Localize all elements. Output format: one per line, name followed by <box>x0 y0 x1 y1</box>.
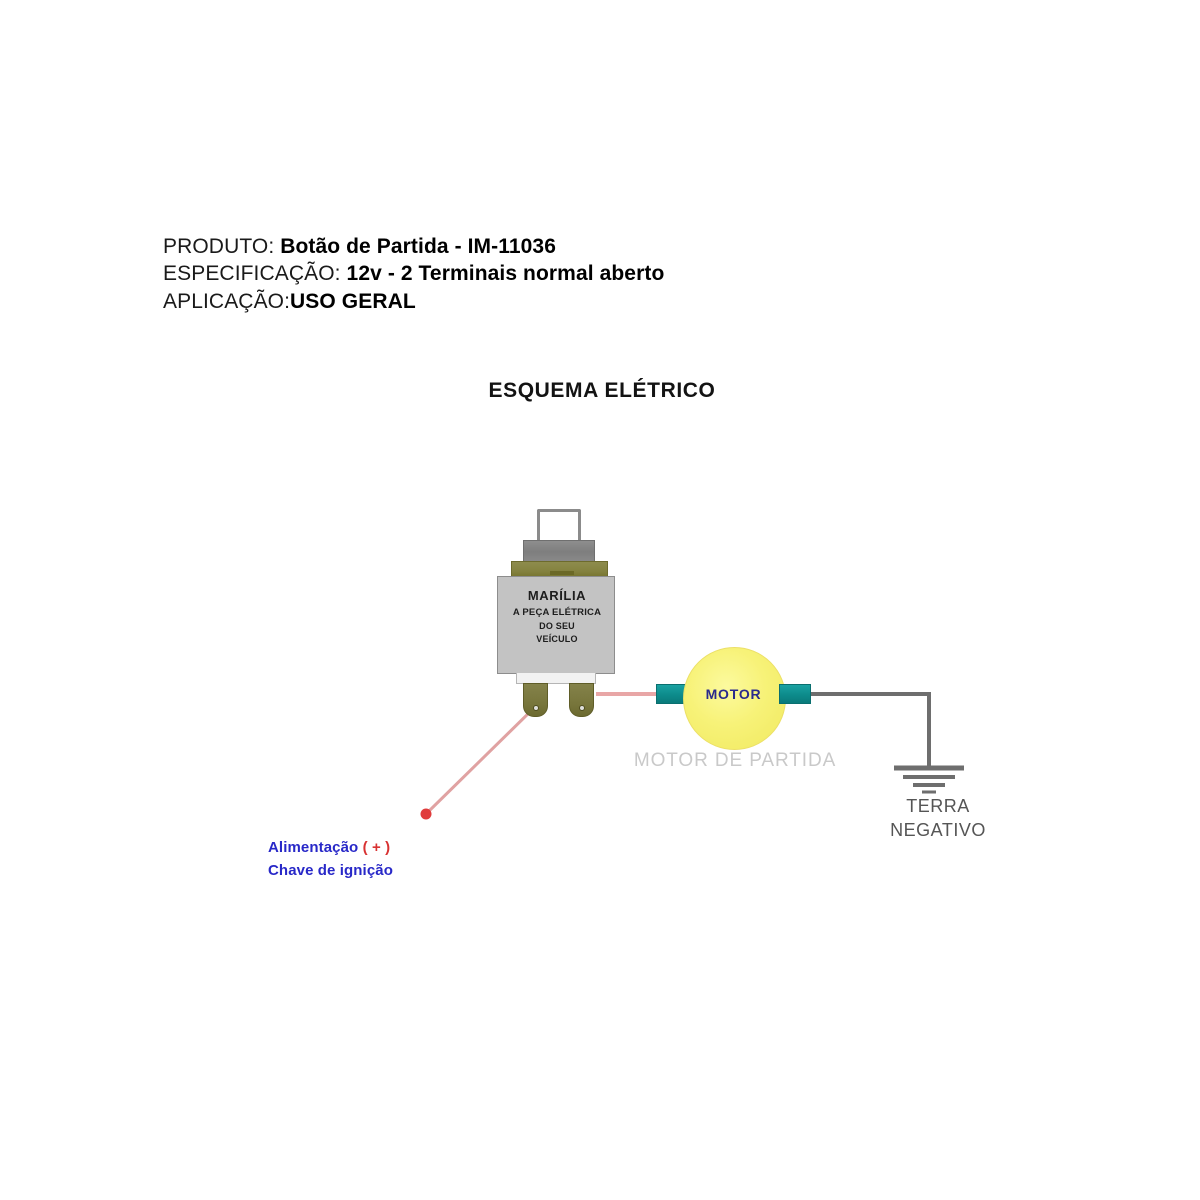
spec-label-aplicacao: APLICAÇÃO: <box>163 289 291 313</box>
spec-value-aplicacao: USO GERAL <box>290 289 416 313</box>
supply-polarity-sign: ( + ) <box>362 839 391 856</box>
spec-label-produto: PRODUTO: <box>163 235 275 258</box>
spec-line-aplicacao: APLICAÇÃO:USO GERAL <box>163 288 883 315</box>
supply-label-line-1: Alimentação ( + ) <box>268 836 508 859</box>
spec-line-especificacao: ESPECIFICAÇÃO: 12v - 2 Terminais normal … <box>163 260 883 287</box>
ground-symbol <box>894 765 964 794</box>
terminal-hole-icon <box>578 705 585 711</box>
switch-bracket-icon <box>537 509 581 542</box>
spec-value-especificacao: 12v - 2 Terminais normal aberto <box>346 262 665 286</box>
switch-plunger[interactable] <box>523 540 595 562</box>
ground-caption-line-1: TERRA <box>906 796 970 816</box>
spec-value-produto: Botão de Partida - IM-11036 <box>280 235 556 258</box>
motor-terminal-right[interactable] <box>779 684 811 704</box>
wire-motor-to-ground <box>809 692 931 767</box>
motor-symbol <box>683 647 786 750</box>
supply-label-text: Alimentação <box>268 839 359 856</box>
switch-tagline-line-1: A PEÇA ELÉTRICA <box>512 607 602 618</box>
switch-tagline-line-3: VEÍCULO <box>536 634 578 644</box>
switch-base-plate <box>516 673 596 684</box>
switch-collar-notch <box>550 571 574 575</box>
motor-caption: MOTOR DE PARTIDA <box>633 750 837 771</box>
supply-label-line-2: Chave de ignição <box>268 862 393 880</box>
spec-label-especificacao: ESPECIFICAÇÃO: <box>163 262 341 286</box>
diagram-title: ESQUEMA ELÉTRICO <box>488 379 716 402</box>
switch-body-text: MARÍLIA A PEÇA ELÉTRICA DO SEU VEÍCULO <box>498 588 616 644</box>
ground-caption-line-2: NEGATIVO <box>890 819 986 840</box>
ground-caption: TERRA NEGATIVO <box>838 795 1038 843</box>
spec-line-produto: PRODUTO: Botão de Partida - IM-11036 <box>163 233 883 260</box>
switch-body: MARÍLIA A PEÇA ELÉTRICA DO SEU VEÍCULO <box>497 576 615 674</box>
supply-label: Alimentação ( + ) Chave de ignição <box>268 836 508 883</box>
switch-terminal-left[interactable] <box>523 683 548 717</box>
push-button-switch[interactable]: MARÍLIA A PEÇA ELÉTRICA DO SEU VEÍCULO <box>497 509 629 717</box>
switch-tagline-line-2: DO SEU <box>539 621 575 631</box>
switch-terminal-right[interactable] <box>569 683 594 717</box>
supply-connection-dot <box>420 808 432 820</box>
product-spec-block: PRODUTO: Botão de Partida - IM-11036 ESP… <box>163 233 883 315</box>
wire-positive-supply <box>426 704 538 814</box>
terminal-hole-icon <box>532 705 539 711</box>
switch-brand-label: MARÍLIA <box>527 588 587 603</box>
motor-label: MOTOR <box>705 686 762 702</box>
